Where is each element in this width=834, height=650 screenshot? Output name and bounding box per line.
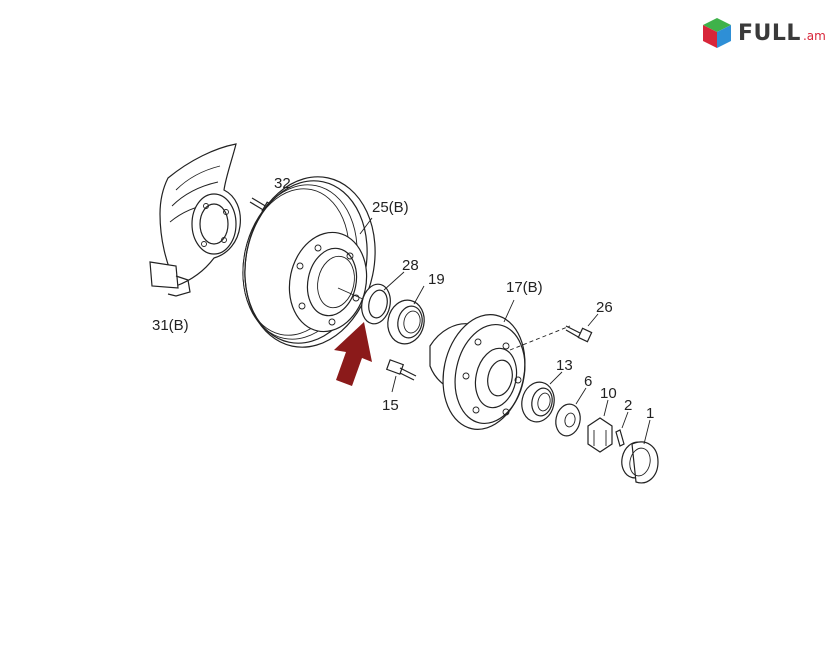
highlight-arrow <box>334 322 372 386</box>
label-13: 13 <box>556 357 573 374</box>
label-10: 10 <box>600 385 617 402</box>
cube-logo-icon <box>703 18 731 48</box>
screw-26 <box>565 313 599 343</box>
dust-shield-31 <box>149 143 241 297</box>
brake-rotor-25 <box>242 176 376 348</box>
label-25: 25(B) <box>372 199 409 216</box>
label-6: 6 <box>584 373 592 390</box>
cotter-pin-2 <box>615 411 629 447</box>
label-28: 28 <box>402 257 419 274</box>
site-logo[interactable]: FULL .am <box>700 14 826 52</box>
label-26: 26 <box>596 299 613 316</box>
label-2: 2 <box>624 397 632 414</box>
oil-seal-28 <box>361 271 405 325</box>
hub-bolt-15 <box>385 359 417 393</box>
label-19: 19 <box>428 271 445 288</box>
label-1: 1 <box>646 405 654 422</box>
logo-text: FULL <box>738 20 801 46</box>
label-17: 17(B) <box>506 279 543 296</box>
label-15: 15 <box>382 397 399 414</box>
hub-cap-1 <box>621 419 659 484</box>
washer-6 <box>555 387 587 437</box>
label-32: 32 <box>274 175 291 192</box>
bearing-19 <box>387 285 425 345</box>
nut-10 <box>587 399 613 453</box>
logo-suffix: .am <box>802 29 826 43</box>
label-31: 31(B) <box>152 317 189 334</box>
bearing-13 <box>521 371 563 423</box>
hub-17 <box>429 299 571 430</box>
